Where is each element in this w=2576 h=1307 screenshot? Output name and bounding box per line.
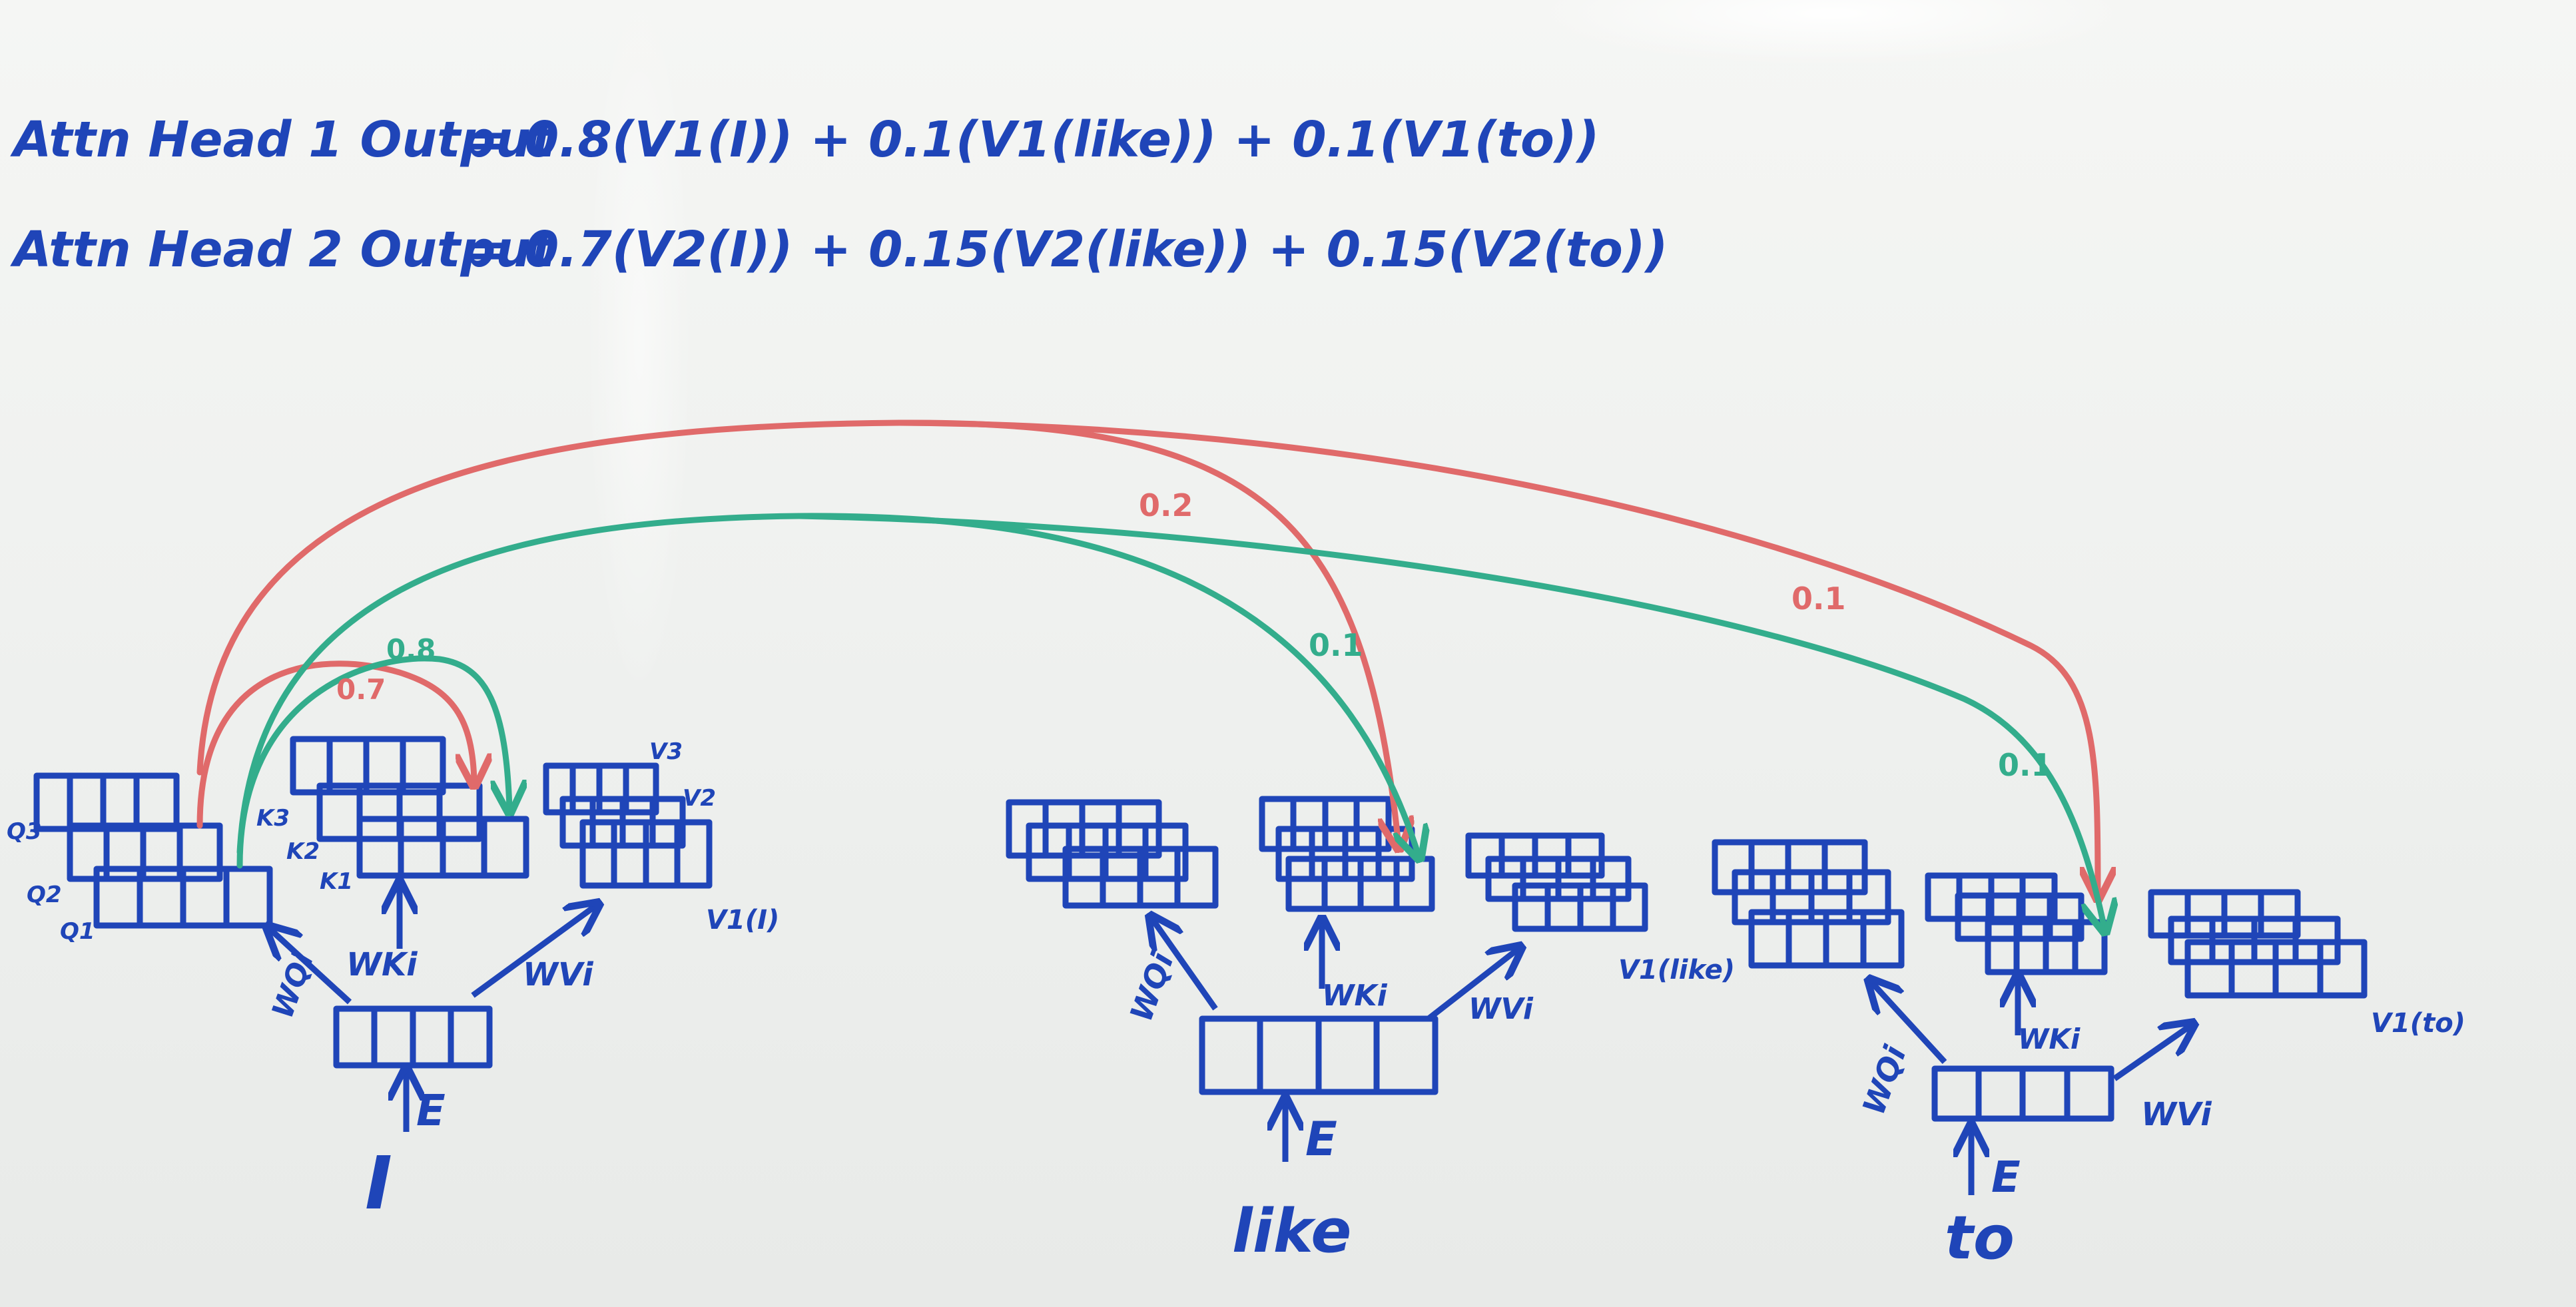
equation-expr-2: = 0.7(V2(I)) + 0.15(V2(like)) + 0.15(V2(… xyxy=(466,221,1668,278)
token-word-to: to xyxy=(1945,1203,2015,1273)
k-label-1: K1 xyxy=(320,868,353,895)
value-output-label-I: V1(I) xyxy=(706,905,779,935)
token-group-to xyxy=(1712,839,2368,1195)
embedding-vector-to xyxy=(1931,1065,2114,1122)
arrow-wv-like xyxy=(1427,949,1518,1021)
embedding-label-to: E xyxy=(1991,1153,2021,1202)
weight-red-0-1: 0.1 xyxy=(1791,581,1846,617)
k-label-2: K2 xyxy=(286,838,320,865)
v-label-3: V3 xyxy=(649,738,683,765)
arrow-wv-to xyxy=(2112,1025,2191,1081)
wk-label-like: WKi xyxy=(1322,979,1388,1013)
token-group-I xyxy=(33,736,713,1132)
weight-red-0-2: 0.2 xyxy=(1139,487,1193,523)
key-stack-to xyxy=(1925,872,2108,975)
wq-label-I: WQi xyxy=(266,947,321,1023)
weight-green-0-1-like: 0.1 xyxy=(1309,627,1363,663)
key-stack-I xyxy=(290,736,529,879)
v-label-2: V2 xyxy=(683,785,716,812)
wq-label-like: WQi xyxy=(1123,947,1181,1026)
wv-label-like: WVi xyxy=(1468,992,1534,1026)
arrow-wq-I xyxy=(270,929,352,1005)
wv-label-I: WVi xyxy=(523,956,593,993)
value-output-label-like: V1(like) xyxy=(1618,955,1735,985)
green-arc-to-to xyxy=(796,513,2104,929)
weight-red-0-7: 0.7 xyxy=(336,673,386,706)
light-glare xyxy=(586,0,693,706)
red-arc-to-to xyxy=(896,419,2098,896)
value-stack-I xyxy=(543,762,713,889)
wv-label-to: WVi xyxy=(2141,1096,2212,1133)
embedding-vector-like xyxy=(1199,1015,1439,1095)
wk-label-I: WKi xyxy=(346,946,418,983)
wq-label-to: WQi xyxy=(1855,1040,1913,1119)
q-label-2: Q2 xyxy=(27,882,62,908)
equation-head-1: Attn Head 1 Output xyxy=(10,111,556,168)
value-output-label-to: V1(to) xyxy=(2371,1008,2465,1039)
query-stack-to xyxy=(1712,839,1905,969)
weight-green-0-8: 0.8 xyxy=(386,633,436,666)
embedding-label-like: E xyxy=(1305,1112,1337,1167)
embedding-label-I: E xyxy=(416,1087,446,1136)
query-stack-I xyxy=(33,772,273,929)
equation-head-2: Attn Head 2 Output xyxy=(10,221,556,278)
q-label-1: Q1 xyxy=(60,918,95,945)
equation-expr-1: = 0.8(V1(I)) + 0.1(V1(like)) + 0.1(V1(to… xyxy=(466,111,1599,168)
token-word-like: like xyxy=(1232,1196,1351,1266)
token-group-like xyxy=(1006,796,1648,1162)
weight-green-0-1-to: 0.1 xyxy=(1998,747,2053,783)
k-label-3: K3 xyxy=(256,805,290,832)
arrow-wq-like xyxy=(1152,919,1218,1011)
value-stack-like xyxy=(1465,832,1648,932)
attention-arcs xyxy=(196,419,2104,929)
red-arc-to-like xyxy=(196,419,1399,846)
token-word-I: I xyxy=(365,1141,392,1226)
query-stack-like xyxy=(1006,799,1219,909)
value-stack-to xyxy=(2148,889,2368,999)
embedding-vector-I xyxy=(333,1005,493,1069)
arrow-wq-to xyxy=(1871,982,1947,1065)
green-arc-to-like xyxy=(236,513,1419,856)
q-label-3: Q3 xyxy=(7,818,42,845)
green-arc-to-I xyxy=(236,655,509,869)
wk-label-to: WKi xyxy=(2018,1023,2081,1055)
arrow-wv-I xyxy=(471,906,596,998)
